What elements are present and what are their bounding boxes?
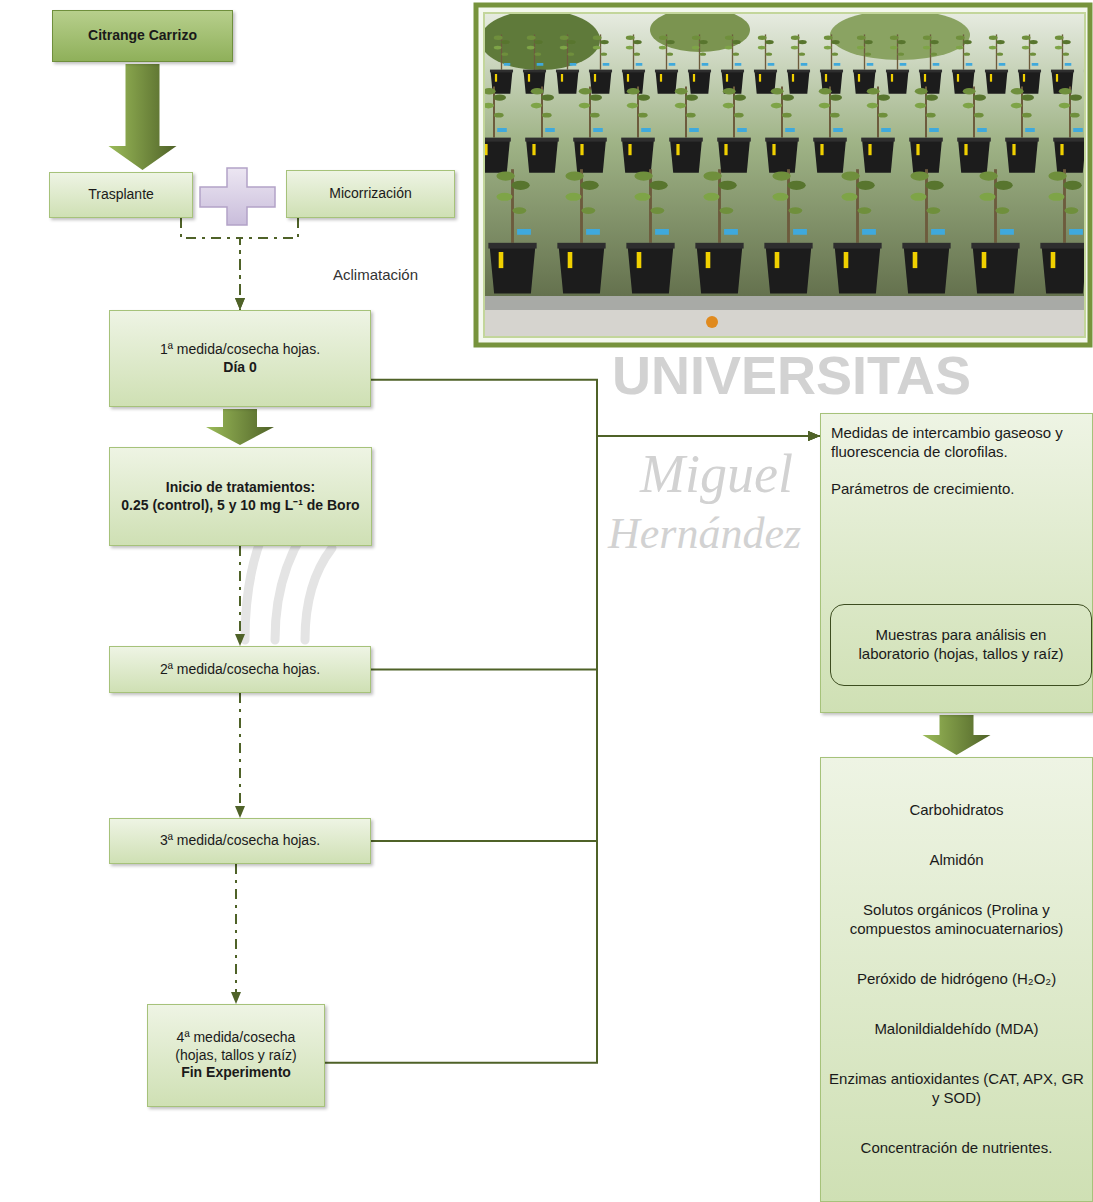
box-text: Concentración de nutrientes. <box>829 1139 1084 1158</box>
box-text: Micorrización <box>295 185 446 203</box>
dashed-arrow <box>239 693 241 818</box>
box-text: Fin Experimento <box>156 1064 316 1082</box>
dashed-arrow <box>239 546 241 646</box>
process-box: Micorrización <box>286 170 455 218</box>
process-box: 1ª medida/cosecha hojas.Día 0 <box>109 310 371 407</box>
sample-box: Muestras para análisis en laboratorio (h… <box>830 604 1092 686</box>
box-text: 1ª medida/cosecha hojas. <box>118 341 362 359</box>
box-text: Peróxido de hidrógeno (H₂O₂) <box>829 970 1084 989</box>
process-box: 2ª medida/cosecha hojas. <box>109 646 371 693</box>
process-box: 3ª medida/cosecha hojas. <box>109 818 371 864</box>
dashed-arrow <box>181 218 240 310</box>
watermark-text: Miguel <box>640 447 793 501</box>
analysis-list: CarbohidratosAlmidónSolutos orgánicos (P… <box>820 757 1093 1202</box>
block-arrow <box>206 409 274 445</box>
box-text: Enzimas antioxidantes (CAT, APX, GR y SO… <box>829 1070 1084 1108</box>
box-text: Parámetros de crecimiento. <box>831 480 1082 499</box>
box-text: Solutos orgánicos (Prolina y compuestos … <box>829 901 1084 939</box>
box-text: Inicio de tratamientos: <box>118 479 363 497</box>
watermark-text: UNIVERSITAS <box>612 348 971 402</box>
connector-line <box>371 436 820 670</box>
connector-line <box>325 436 820 1063</box>
box-text: Muestras para análisis en laboratorio (h… <box>839 626 1083 664</box>
greenhouse-photo <box>470 5 1090 345</box>
output-panel: Medidas de intercambio gaseoso y fluores… <box>820 413 1093 713</box>
process-box: 4ª medida/cosecha (hojas, tallos y raíz)… <box>147 1004 325 1107</box>
box-text: Malonildialdehído (MDA) <box>829 1020 1084 1039</box>
box-text: 2ª medida/cosecha hojas. <box>118 661 362 679</box>
box-text: Día 0 <box>118 359 362 377</box>
watermark-text: Hernández <box>608 512 801 556</box>
block-arrow <box>923 715 991 755</box>
box-text: 4ª medida/cosecha (hojas, tallos y raíz) <box>156 1029 316 1064</box>
box-text: 3ª medida/cosecha hojas. <box>118 832 362 850</box>
dashed-arrow <box>235 864 237 1004</box>
start-box: Citrange Carrizo <box>52 10 233 62</box>
connector-line <box>371 436 820 841</box>
plus-symbol <box>200 168 275 225</box>
box-text: Citrange Carrizo <box>61 27 224 45</box>
box-text: Almidón <box>829 851 1084 870</box>
box-text: Medidas de intercambio gaseoso y fluores… <box>831 424 1082 462</box>
dashed-arrow <box>240 218 298 310</box>
box-text: Trasplante <box>58 186 184 204</box>
process-box: Trasplante <box>49 172 193 218</box>
box-text: Carbohidratos <box>829 801 1084 820</box>
box-text: 0.25 (control), 5 y 10 mg L⁻¹ de Boro <box>118 497 363 515</box>
block-arrow <box>109 64 177 170</box>
edge-label: Aclimatación <box>330 265 421 284</box>
process-box: Inicio de tratamientos:0.25 (control), 5… <box>109 447 372 546</box>
